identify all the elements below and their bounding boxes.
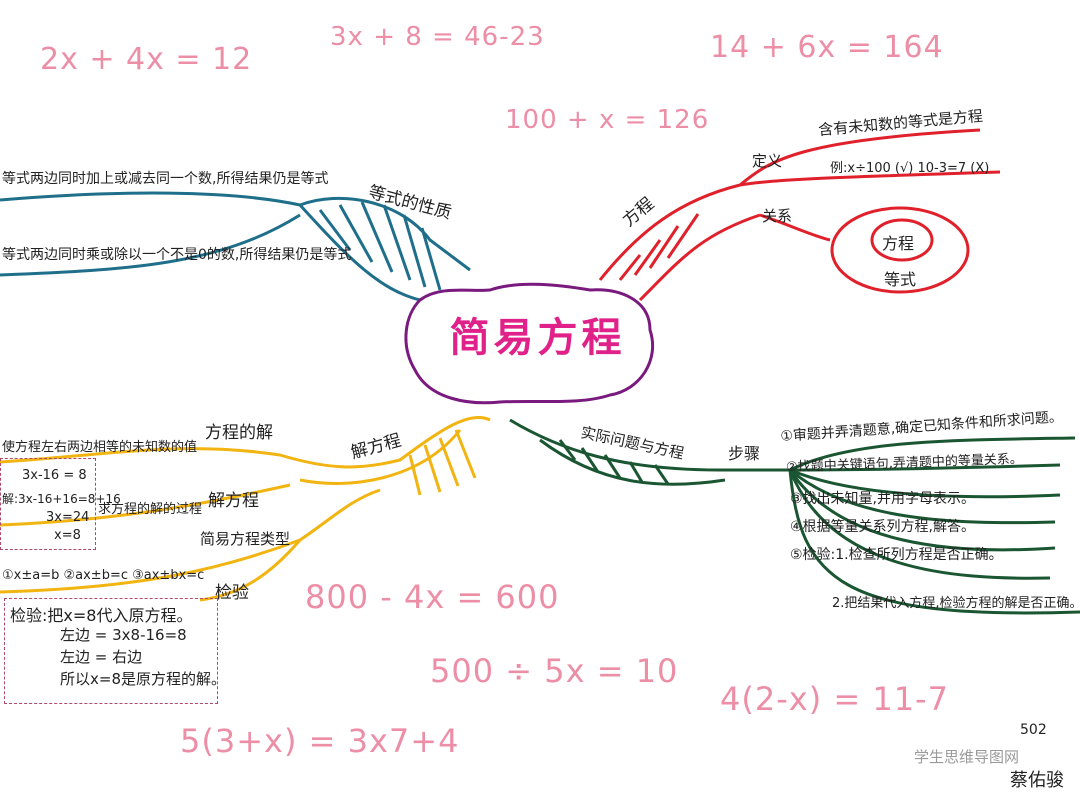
work-line-1: 3x-16 = 8	[22, 468, 87, 483]
check-box	[4, 598, 218, 704]
check-line-1: 检验:把x=8代入原方程。	[10, 606, 193, 625]
types-text: ①x±a=b ②ax±b=c ③ax±bx=c	[2, 568, 205, 583]
watermark: 学生思维导图网	[914, 748, 1020, 766]
steps-label: 步骤	[728, 444, 761, 463]
work-box	[0, 458, 96, 550]
equation-6: 500 ÷ 5x = 10	[430, 652, 679, 690]
relation-outer: 等式	[884, 270, 917, 289]
step-3: ③找出未知量,并用字母表示。	[790, 491, 976, 507]
equation-3: 14 + 6x = 164	[710, 30, 944, 65]
step-4: ④根据等量关系列方程,解答。	[790, 519, 976, 535]
equation-8: 5(3+x) = 3x7+4	[180, 722, 460, 760]
work-line-4: x=8	[54, 528, 81, 543]
definition-example: 例:x÷100 (√) 10-3=7 (X)	[830, 161, 990, 176]
solving-label: 解方程	[208, 491, 259, 511]
definition-label: 定义	[752, 152, 783, 170]
work-line-2: 解:3x-16+16=8+16	[2, 492, 121, 506]
check-label: 检验	[215, 583, 249, 603]
work-line-3: 3x=24	[46, 510, 90, 525]
property-1: 等式两边同时加上或减去同一个数,所得结果仍是等式	[2, 171, 329, 187]
equation-2: 3x + 8 = 46-23	[330, 22, 545, 52]
check-line-2: 左边 = 3x8-16=8	[60, 626, 187, 644]
equation-1: 2x + 4x = 12	[40, 42, 253, 77]
solving-text: 求方程的解的过程	[98, 502, 203, 517]
solution-text: 使方程左右两边相等的未知数的值	[2, 440, 198, 455]
equation-4: 100 + x = 126	[505, 105, 710, 135]
relation-inner: 方程	[882, 234, 915, 253]
check-line-4: 左边 = 右边	[60, 648, 143, 666]
center-topic: 简易方程	[449, 315, 626, 361]
equation-5: 800 - 4x = 600	[305, 578, 560, 616]
solution-label: 方程的解	[205, 423, 273, 443]
types-label: 简易方程类型	[200, 530, 291, 548]
check-line-5: 所以x=8是原方程的解。	[60, 670, 226, 688]
author-name: 蔡佑骏	[1010, 770, 1064, 791]
step-6: 2.把结果代入方程,检验方程的解是否正确。	[832, 596, 1080, 611]
step-5: ⑤检验:1.检查所列方程是否正确。	[790, 547, 1003, 563]
equation-7: 4(2-x) = 11-7	[720, 680, 949, 718]
relation-label: 关系	[762, 207, 793, 225]
class-number: 502	[1020, 722, 1047, 738]
property-2: 等式两边同时乘或除以一个不是0的数,所得结果仍是等式	[2, 247, 352, 263]
